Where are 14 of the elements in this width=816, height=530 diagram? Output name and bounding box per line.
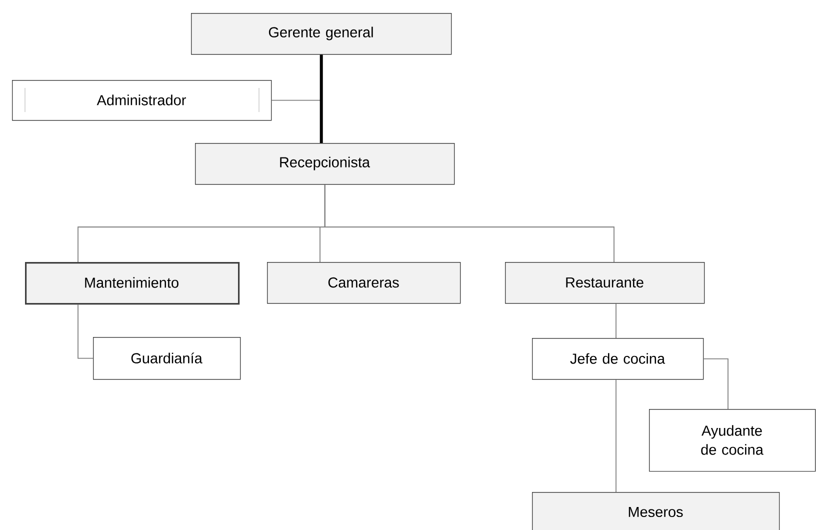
position-box: Recepcionista [195, 143, 455, 185]
connector-line [320, 54, 323, 143]
position-box: Camareras [267, 262, 461, 304]
connector-line [703, 358, 728, 410]
position-box: Meseros [532, 492, 780, 530]
position-box: Gerente general [191, 13, 452, 55]
position-box: Jefe de cocina [532, 338, 704, 380]
position-box: Ayudante de cocina [649, 409, 816, 472]
connector-line [324, 184, 614, 262]
connector-line [78, 304, 94, 359]
position-box: Mantenimiento [25, 262, 240, 305]
position-box: Guardianía [93, 337, 241, 380]
position-box: Restaurante [505, 262, 705, 304]
position-box: Administrador [12, 80, 272, 121]
